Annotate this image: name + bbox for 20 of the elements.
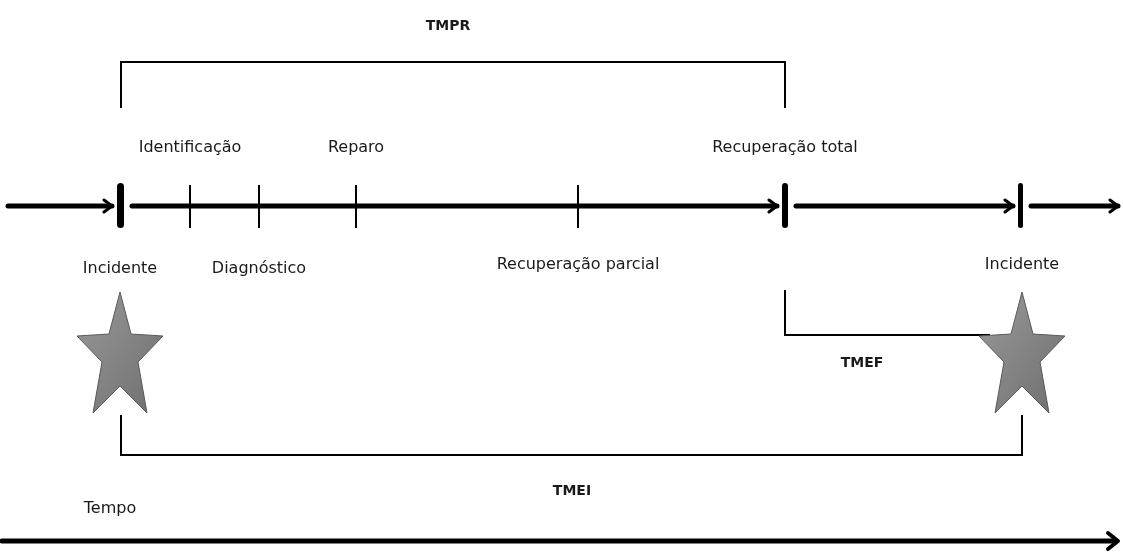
interval-label: TMEI [552,480,592,500]
timeline-label: Recuperação parcial [496,253,660,275]
timeline-marker [1018,183,1023,228]
interval-label: TMEF [840,352,884,372]
timeline-label: Tempo [83,497,137,519]
timeline-marker [117,183,124,228]
arrow [5,198,115,214]
timeline-label: Reparo [327,136,385,158]
interval-label: TMPR [425,15,471,35]
star-icon [977,290,1067,415]
timeline-label: Identificação [138,136,242,158]
arrow [129,198,780,214]
star-icon [75,290,165,415]
timeline-label: Diagnóstico [211,257,307,279]
marker-caption: Recuperação total [712,136,858,158]
timeline-label: Incidente [82,257,158,279]
arrow [1028,198,1121,214]
arrow [793,198,1016,214]
timeline-marker [782,183,788,228]
timeline-label: Incidente [984,253,1060,275]
